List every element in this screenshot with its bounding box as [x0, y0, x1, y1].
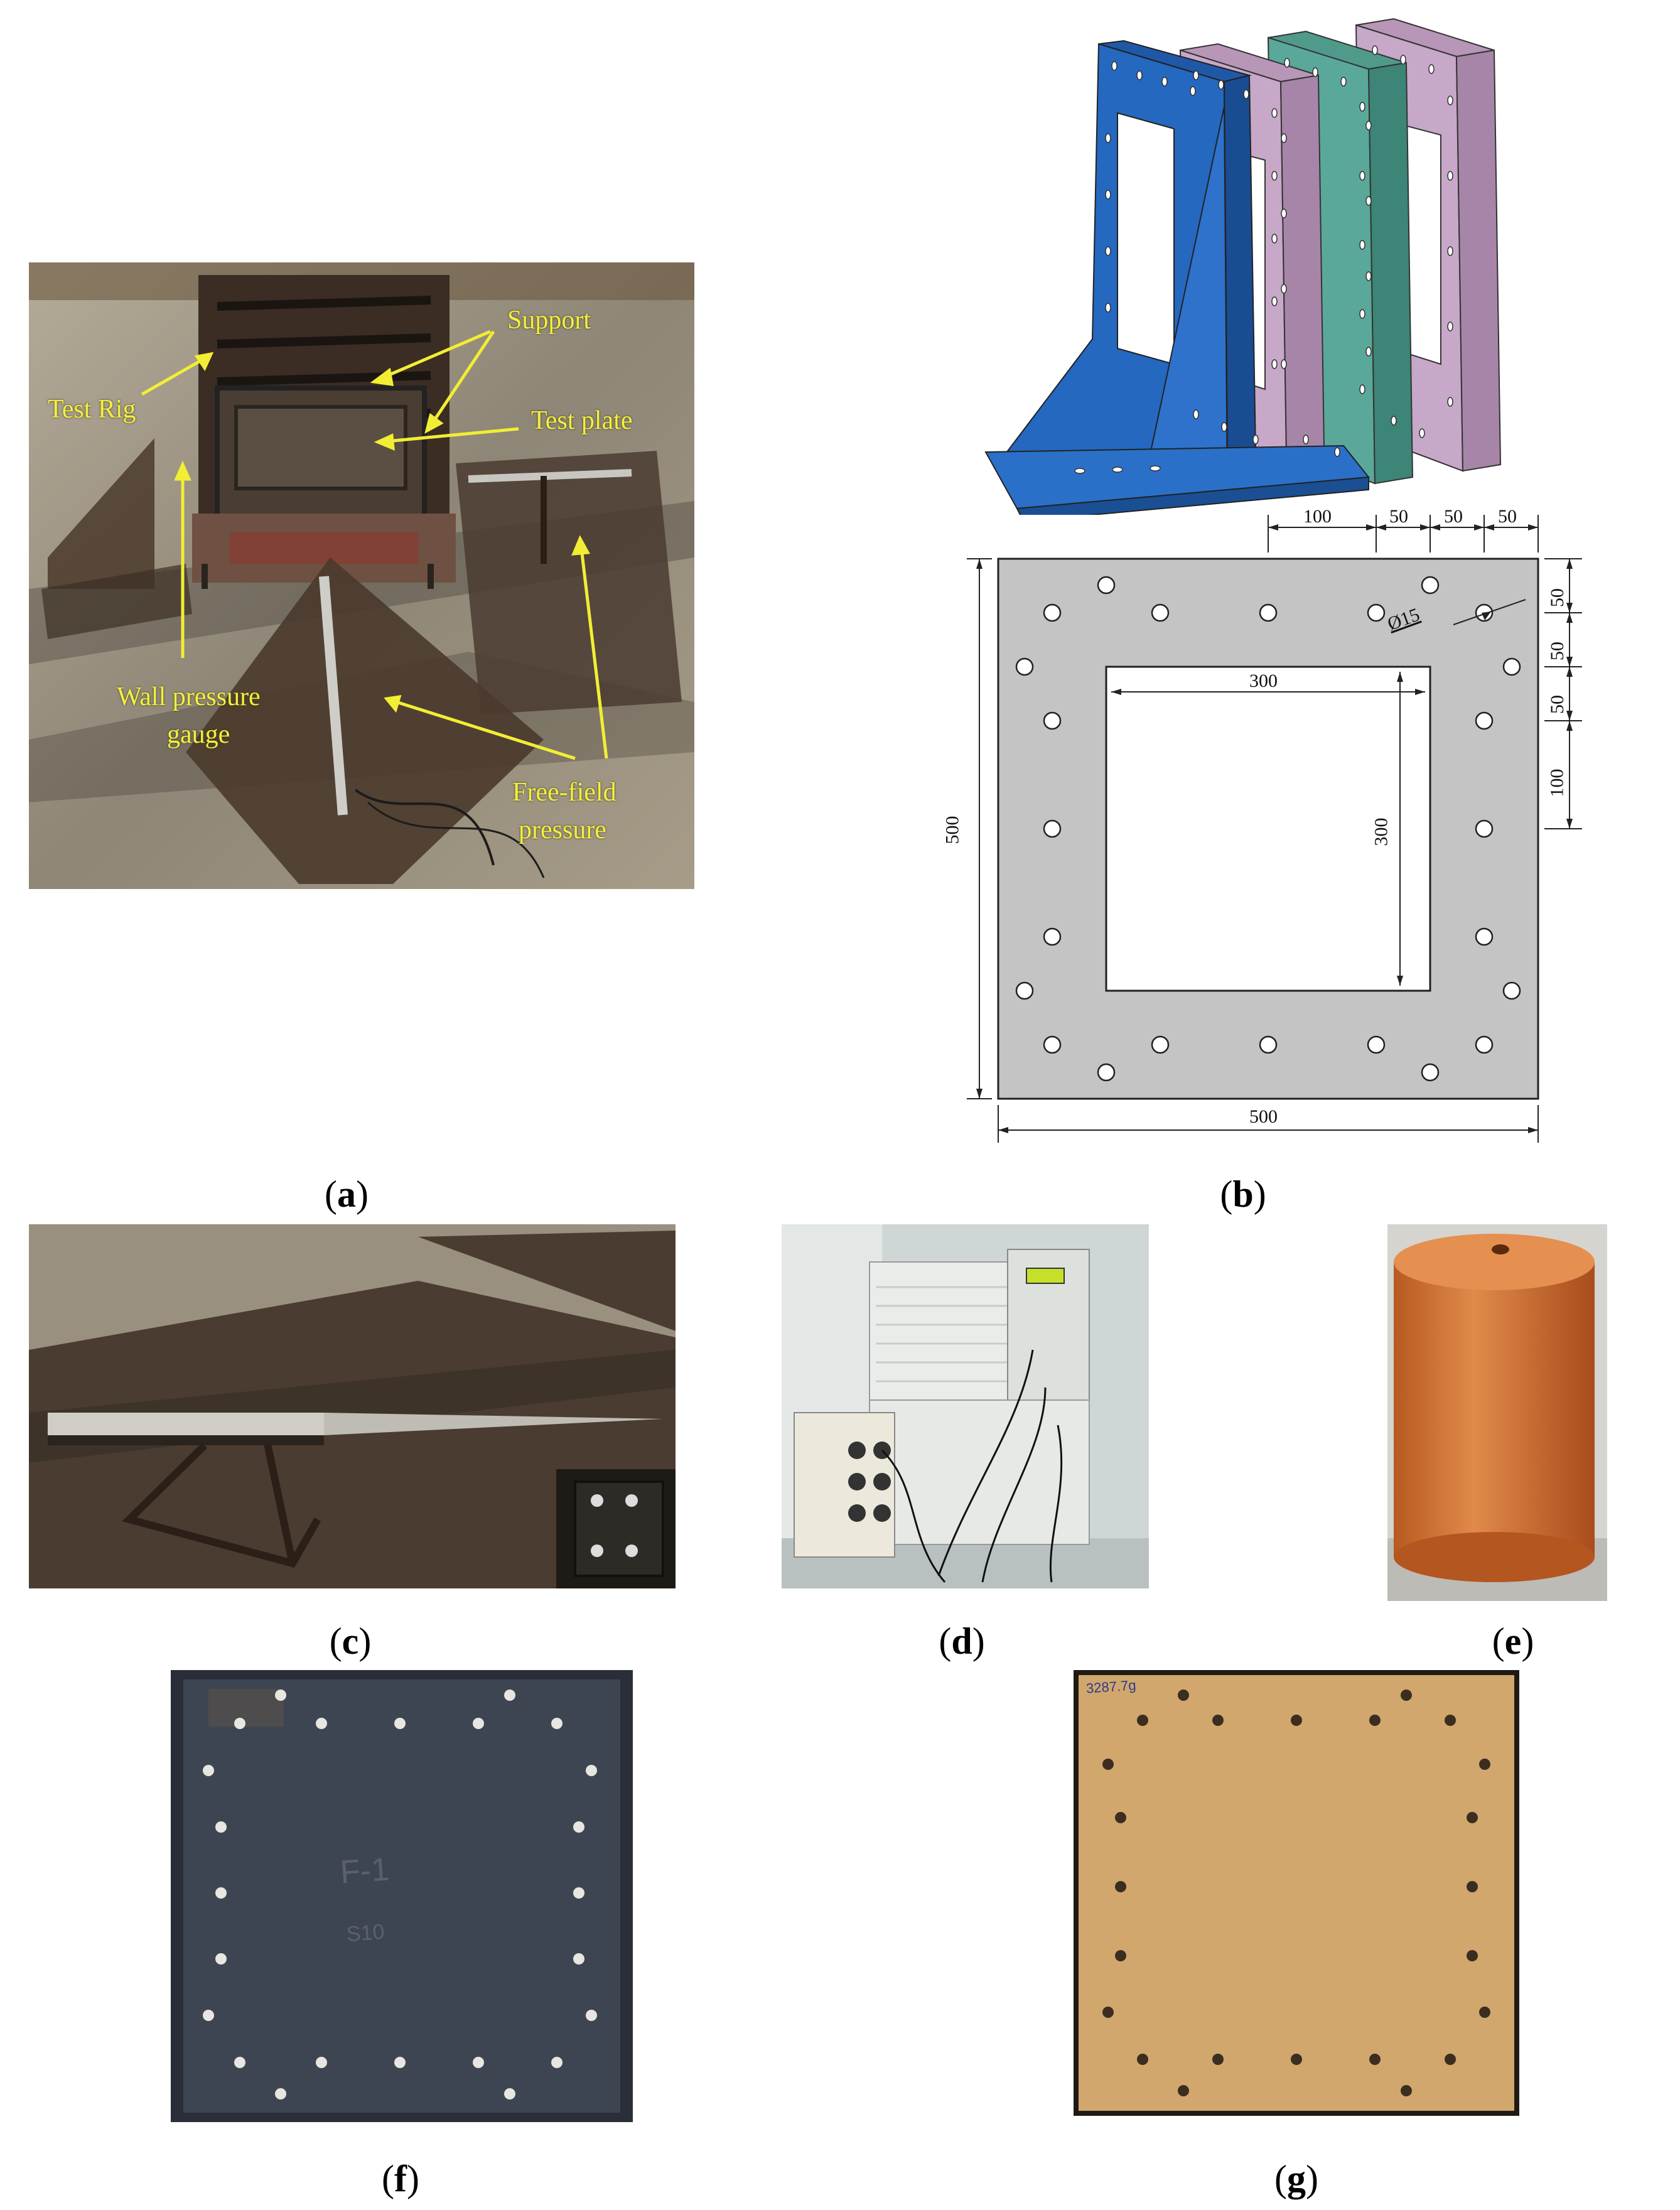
photo-a-scene	[29, 262, 694, 889]
dim-outer-height: 500	[942, 816, 963, 844]
label-wall-pressure-line1: Wall pressure	[117, 682, 261, 711]
dim-right-100: 100	[1546, 768, 1568, 797]
photo-d-data-acquisition	[782, 1224, 1149, 1588]
label-wall-pressure-line2: gauge	[167, 720, 230, 749]
dim-right-50b: 50	[1547, 642, 1568, 660]
caption-g: (g)	[1274, 2158, 1318, 2199]
dim-outer-width: 500	[1249, 1106, 1278, 1127]
plate-opening	[1105, 666, 1431, 992]
label-free-field-line2: pressure	[519, 816, 606, 844]
panel-b-3d-assembly	[984, 18, 1502, 515]
plate-g-weight-mark: 3287.7g	[1085, 1677, 1137, 1696]
plate-f-mark-1: F-1	[339, 1851, 390, 1891]
plate-f-mark-2: S10	[345, 1919, 385, 1947]
caption-b: (b)	[1220, 1173, 1266, 1215]
dim-inner-width: 300	[1249, 671, 1278, 691]
dim-inner-height: 300	[1370, 817, 1392, 846]
dim-right-50a: 50	[1547, 588, 1568, 607]
photo-g-composite-plate: 3287.7g	[1074, 1670, 1519, 2116]
dim-top-50b: 50	[1444, 506, 1463, 527]
assembly-holes	[1074, 45, 1453, 474]
photo-a-test-setup: Test Rig Support Test plate Wall pressur…	[29, 262, 694, 889]
caption-e: (e)	[1492, 1620, 1534, 1662]
label-free-field-line1: Free-field	[512, 778, 617, 807]
label-test-plate: Test plate	[531, 406, 633, 435]
photo-f-steel-plate: F-1 S10	[171, 1670, 633, 2122]
caption-c: (c)	[329, 1620, 372, 1662]
photo-c-free-field-gauge	[29, 1224, 676, 1588]
dim-top-50a: 50	[1389, 506, 1408, 527]
label-support: Support	[507, 306, 591, 335]
caption-d: (d)	[939, 1620, 985, 1662]
photo-e-foam-specimen	[1387, 1224, 1607, 1601]
dim-right-50c: 50	[1547, 695, 1568, 714]
plate-f-holes	[203, 1690, 597, 2100]
dim-top-50c: 50	[1498, 506, 1517, 527]
caption-a: (a)	[325, 1173, 369, 1215]
plate-g-holes	[1102, 1690, 1490, 2096]
label-test-rig: Test Rig	[48, 395, 136, 424]
dim-top-100: 100	[1303, 506, 1332, 527]
bolt-holes	[1015, 576, 1521, 1082]
caption-f: (f)	[382, 2158, 419, 2199]
panel-b-plate-drawing	[967, 515, 1582, 1143]
